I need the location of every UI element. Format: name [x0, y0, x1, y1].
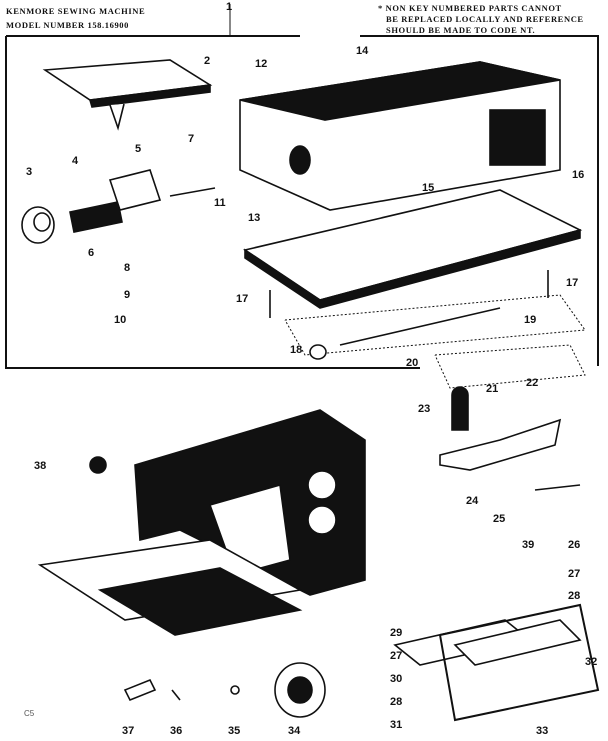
title-line-1: KENMORE SEWING MACHINE [6, 6, 146, 16]
label-2: 2 [204, 55, 210, 67]
label-19: 19 [524, 314, 536, 326]
arm-port-upper [307, 470, 337, 500]
machine-bed-front [97, 567, 303, 636]
cover-plate-edge [88, 84, 211, 108]
washer [309, 344, 327, 360]
label-34: 34 [288, 725, 301, 737]
frame-left-bottom [5, 36, 420, 369]
label-25: 25 [493, 513, 505, 525]
label-17-left: 17 [236, 293, 248, 305]
label-22: 22 [526, 377, 538, 389]
spring-box [434, 344, 586, 389]
thread-guide-bar [534, 484, 581, 491]
label-6: 6 [88, 247, 94, 259]
frame-top-right [360, 35, 599, 366]
tension-knob-center [33, 212, 51, 232]
label-38: 38 [34, 460, 46, 472]
footnote-line-1: * NON KEY NUMBERED PARTS CANNOT [378, 3, 562, 13]
label-17-right: 17 [566, 277, 578, 289]
label-14: 14 [356, 45, 369, 57]
shaft [339, 307, 501, 346]
part-35-set-screw [230, 685, 240, 695]
label-27-right: 27 [568, 568, 580, 580]
label-28-right: 28 [568, 590, 580, 602]
label-28-lower: 28 [390, 696, 402, 708]
label-10: 10 [114, 314, 126, 326]
long-screw [169, 187, 216, 197]
label-8: 8 [124, 262, 130, 274]
label-18: 18 [290, 344, 302, 356]
label-11: 11 [214, 197, 226, 209]
base-tray-rim [244, 228, 581, 309]
label-35: 35 [228, 725, 240, 737]
label-7: 7 [188, 133, 194, 145]
label-5: 5 [135, 143, 141, 155]
label-36: 36 [170, 725, 182, 737]
shaft-box [284, 294, 586, 356]
label-13: 13 [248, 212, 260, 224]
label-31: 31 [390, 719, 402, 731]
label-16: 16 [572, 169, 584, 181]
label-24: 24 [466, 495, 479, 507]
label-32: 32 [585, 656, 597, 668]
top-cover-block [489, 109, 546, 166]
label-9: 9 [124, 289, 130, 301]
slide-plate [453, 619, 582, 666]
cover-plate-tab [109, 103, 125, 131]
presser-foot-piece [451, 386, 469, 431]
label-33: 33 [536, 725, 548, 737]
label-20: 20 [406, 357, 418, 369]
label-1: 1 [226, 1, 232, 13]
footnote-line-3: SHOULD BE MADE TO CODE NT. [386, 25, 536, 35]
label-39: 39 [522, 539, 534, 551]
handwheel-hub [287, 676, 313, 704]
model-number-line: MODEL NUMBER 158.16900 [6, 20, 129, 30]
top-cover-rim [239, 61, 561, 121]
part-37-bracket [123, 678, 157, 702]
label-23: 23 [418, 403, 430, 415]
bracket [108, 169, 162, 211]
footnote-line-2: BE REPLACED LOCALLY AND REFERENCE [386, 14, 584, 24]
label-30: 30 [390, 673, 402, 685]
part-36-screw [171, 689, 181, 701]
slide-box [439, 603, 600, 722]
label-29: 29 [390, 627, 402, 639]
label-4: 4 [72, 155, 79, 167]
label-21: 21 [486, 383, 498, 395]
label-12: 12 [255, 58, 267, 70]
label-26: 26 [568, 539, 580, 551]
tension-spring [69, 201, 123, 233]
arm-port-lower [307, 505, 337, 535]
corner-mark: C5 [24, 709, 35, 718]
knob-38 [89, 456, 107, 474]
label-3: 3 [26, 166, 32, 178]
presser-bar-assembly [439, 418, 562, 471]
label-15: 15 [422, 182, 434, 194]
label-27-lower: 27 [390, 650, 402, 662]
top-cover-hole [289, 145, 311, 175]
label-37: 37 [122, 725, 134, 737]
